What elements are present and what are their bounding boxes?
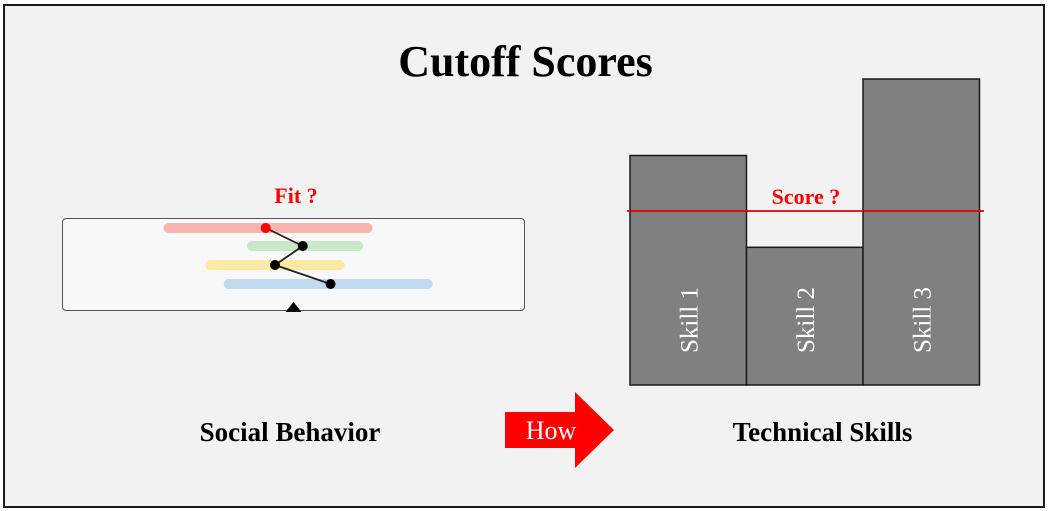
range-dot-green[interactable] xyxy=(297,241,308,251)
how-arrow: How xyxy=(505,392,614,468)
score-question-label: Score ? xyxy=(771,184,841,209)
skill-bar-3 xyxy=(862,78,981,386)
skill-label-1: Skill 1 xyxy=(676,287,703,353)
diagram-title: Cutoff Scores xyxy=(398,37,653,86)
skill-bar-1 xyxy=(629,154,748,386)
social-behavior-caption: Social Behavior xyxy=(199,417,381,447)
range-dot-yellow[interactable] xyxy=(269,260,280,270)
technical-skills-caption: Technical Skills xyxy=(732,417,913,447)
skill-label-2: Skill 2 xyxy=(793,287,820,353)
fit-question-label: Fit ? xyxy=(274,183,318,208)
how-label: How xyxy=(526,416,577,445)
connector-line xyxy=(274,264,331,285)
skill-label-3: Skill 3 xyxy=(909,287,936,353)
skill-bar-2 xyxy=(745,246,864,386)
marker-triangle-icon[interactable] xyxy=(285,302,302,312)
range-dot-red[interactable] xyxy=(260,223,271,233)
arrow-shape xyxy=(505,392,614,468)
connector-line xyxy=(265,227,304,247)
skill-bars-group: Skill 1 Skill 2 Skill 3 xyxy=(627,78,984,386)
range-dot-blue[interactable] xyxy=(325,279,336,289)
connector-line xyxy=(274,245,304,266)
range-bars-group xyxy=(163,223,433,312)
